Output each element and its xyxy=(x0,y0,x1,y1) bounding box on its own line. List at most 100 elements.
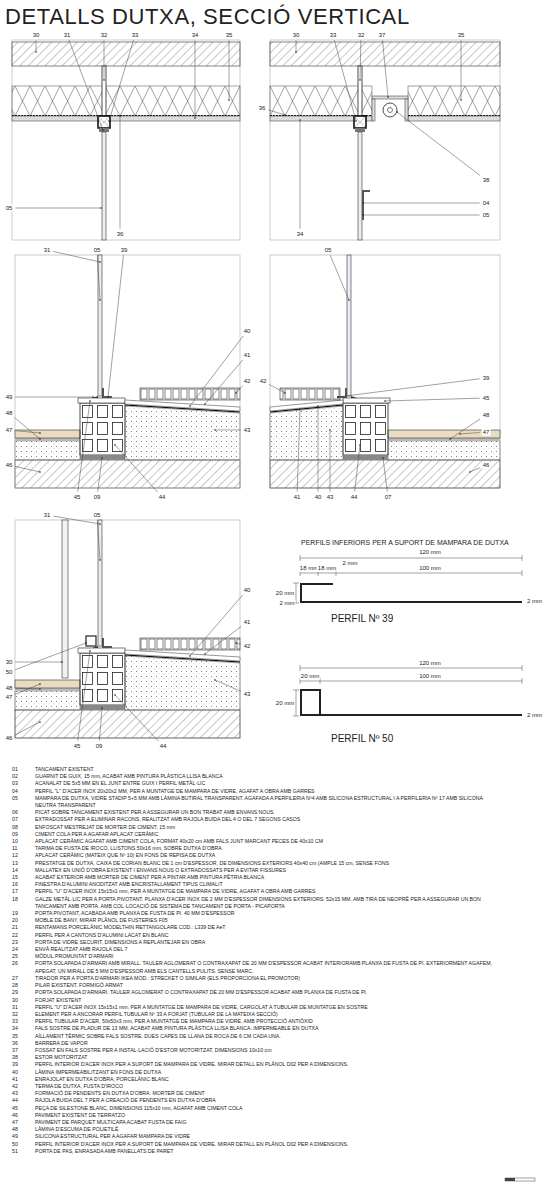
drawing-stroke xyxy=(270,255,500,488)
key-number: 32 xyxy=(12,1011,35,1018)
drawing-stroke xyxy=(300,555,522,576)
dimension-label: 2 mm xyxy=(279,600,296,607)
leader-line xyxy=(99,708,102,741)
drawing-stroke xyxy=(358,132,362,240)
key-text: AÏLLAMENT TÈRMIC SOBRE FALS SOSTRE. DUES… xyxy=(35,1033,505,1040)
drawing-stroke xyxy=(320,714,522,716)
key-row: 51PORTA DE PAS, ENRASADA AMB PANELLATS D… xyxy=(12,1148,532,1155)
leader-dot xyxy=(99,559,101,561)
leader-line xyxy=(15,397,93,398)
dimension-label: 18 mm xyxy=(317,565,337,572)
callout-number: 45 xyxy=(73,743,82,750)
key-number: 26 xyxy=(12,960,35,974)
leader-line xyxy=(215,680,241,691)
drawing-stroke xyxy=(388,438,500,441)
leader-dot xyxy=(295,51,297,53)
key-number: 34 xyxy=(12,1025,35,1032)
leader-line xyxy=(15,431,40,433)
leader-line xyxy=(461,40,462,100)
callout-number: 48 xyxy=(5,410,14,417)
key-row: 05MAMPARA DE DUTXA, VIDRE STADIP 5+5 MM … xyxy=(12,795,532,809)
callout-number: 44 xyxy=(350,494,359,501)
key-text: MALLATEX EN UNIÓ D'OBRA EXISTENT I ENVAN… xyxy=(35,867,505,874)
key-text: CIMENT COLA PER A AGAFAR APLACAT CERÀMIC xyxy=(35,831,505,838)
drawing-stroke xyxy=(505,1178,515,1181)
key-number: 23 xyxy=(12,939,35,946)
drawing-stroke xyxy=(300,558,522,559)
key-number: 38 xyxy=(12,1054,35,1061)
key-text: PERFIL PER A CANTONS D'ALUMINI LACAT EN … xyxy=(35,932,505,939)
leader-line xyxy=(296,40,297,52)
dimension-label: 20 mm xyxy=(275,590,295,597)
leader-dot xyxy=(39,471,41,473)
callout-number: 40 xyxy=(243,587,252,594)
key-row: 29PORTA SOLAPADA D'ARMARI. TAULER AGLOME… xyxy=(12,989,532,996)
leader-line xyxy=(78,401,90,492)
leader-line xyxy=(97,255,100,300)
leader-dot xyxy=(189,655,191,657)
callout-number: 09 xyxy=(95,743,104,750)
drawing-stroke xyxy=(301,690,320,715)
key-row: 43FORMACIÓ DE PENDENTS EN DUTXA D'OBRA. … xyxy=(12,1090,532,1097)
key-number: 46 xyxy=(12,1112,35,1119)
drawing-stroke xyxy=(15,441,80,460)
key-row: 45PEÇA DE SILESTONE BLANC, DIMENSIONS 11… xyxy=(12,1105,532,1112)
leader-line xyxy=(268,110,285,115)
key-number: 44 xyxy=(12,1097,35,1104)
leader-dot xyxy=(204,653,206,655)
key-number: 29 xyxy=(12,989,35,996)
callout-number: 46 xyxy=(5,462,14,469)
leader-dot xyxy=(329,429,331,431)
key-number: 25 xyxy=(12,953,35,960)
drawing-stroke xyxy=(347,255,351,396)
key-number: 18 xyxy=(12,896,35,910)
leader-line xyxy=(205,360,243,404)
leader-dot xyxy=(101,457,103,459)
key-text: PERFIL INTERIOR D'ACER INOX PER A SUPORT… xyxy=(35,1141,505,1148)
callout-number: 37 xyxy=(378,32,387,39)
key-text: PORTA SOLAPADA D'ARMARI. TAULER AGLOMERA… xyxy=(35,989,505,996)
drawing-stroke xyxy=(80,455,125,460)
key-row: 19PORTA PIVOTANT, ACABADA AMB PLANXA DE … xyxy=(12,910,532,917)
key-text: PERFIL INTERIOR D'ACER INOX PER A SUPORT… xyxy=(35,1061,505,1068)
drawing-stroke xyxy=(15,438,80,441)
leader-dot xyxy=(359,79,361,81)
leader-line xyxy=(269,384,285,393)
callout-number: 07 xyxy=(384,494,393,501)
callout-number: 46 xyxy=(5,735,14,742)
key-number: 41 xyxy=(12,1076,35,1083)
leader-line xyxy=(397,112,480,175)
leader-dot xyxy=(235,392,237,394)
leader-line xyxy=(190,595,243,656)
key-number: 20 xyxy=(12,917,35,924)
key-row: 15ACABAT EXTERIOR AMB MORTER DE CIMENT P… xyxy=(12,874,532,881)
key-number: 35 xyxy=(12,1033,35,1040)
callout-number: 34 xyxy=(191,32,200,39)
dimension-label: 120 mm xyxy=(418,549,442,556)
callout-number: 33 xyxy=(131,32,140,39)
dimension-label: 120 mm xyxy=(418,660,442,667)
leader-dot xyxy=(99,299,101,301)
drawing-stroke xyxy=(98,520,102,646)
leader-line xyxy=(115,445,158,492)
leader-dot xyxy=(189,405,191,407)
leader-line xyxy=(450,419,480,439)
callout-number: 36 xyxy=(116,231,125,238)
key-row: 30FORJAT EXISTENT xyxy=(12,997,532,1004)
key-number: 43 xyxy=(12,1090,35,1097)
key-row: 02GUARNIT DE GUIX, 15 mm, ACABAT AMB PIN… xyxy=(12,773,532,780)
key-text: TARIMA DE FUSTA DE IROCO, LLISTONS 50x16… xyxy=(35,845,505,852)
key-number: 39 xyxy=(12,1061,35,1068)
callout-number: 38 xyxy=(482,177,491,184)
key-row: 03ACANALAT DE 5x5 MM EN EL JUNT ENTRE GU… xyxy=(12,780,532,787)
key-text: ACANALAT DE 5x5 MM EN EL JUNT ENTRE GUIX… xyxy=(35,780,505,787)
key-text: PICAT SOBRE TANCAMENT EXISTENT PER A ASS… xyxy=(35,809,505,816)
key-text: PILAR EXISTENT. FORMIGÓ ARMAT xyxy=(35,982,505,989)
dimension-label: 100 mm xyxy=(418,673,442,680)
key-row: 18GALZE METÀL·LIC PER A PORTA PIVOTANT. … xyxy=(12,896,532,910)
key-number: 42 xyxy=(12,1083,35,1090)
key-row: 14MALLATEX EN UNIÓ D'OBRA EXISTENT I ENV… xyxy=(12,867,532,874)
key-text: PORTA DE PAS, ENRASADA AMB PANELLATS DE … xyxy=(35,1148,505,1155)
key-number: 21 xyxy=(12,924,35,931)
dimension-label: 20 mm xyxy=(275,700,295,707)
